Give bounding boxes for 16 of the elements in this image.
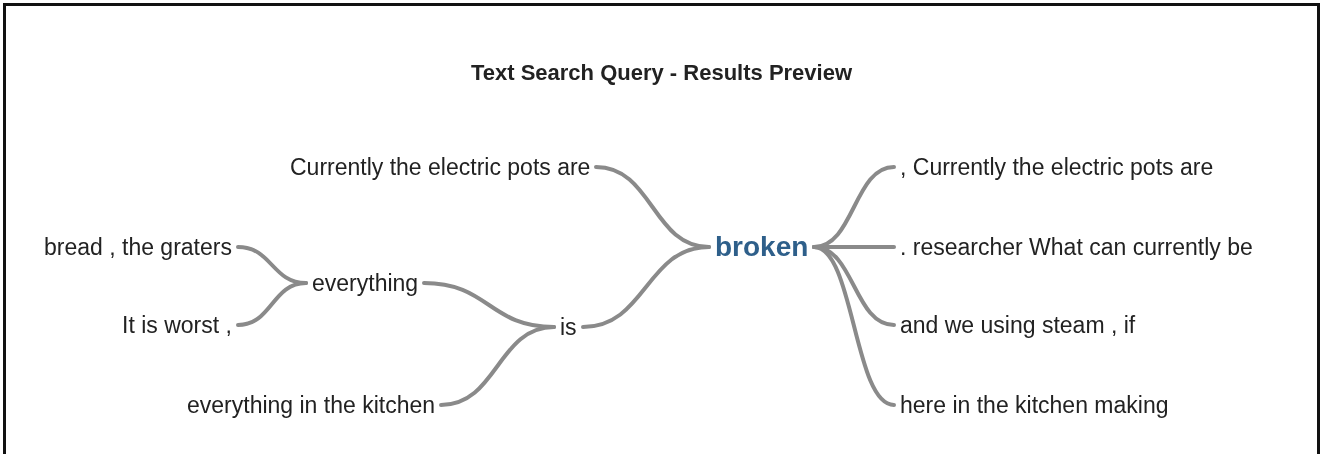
phrase-text: Currently the electric pots are bbox=[290, 152, 591, 182]
phrase-text: is bbox=[560, 312, 577, 342]
branch-connector bbox=[439, 325, 556, 407]
branch-connector bbox=[236, 281, 308, 327]
branch-connector bbox=[581, 245, 711, 329]
search-term: broken bbox=[715, 232, 809, 262]
branch-connector bbox=[812, 245, 896, 407]
phrase-text: , Currently the electric pots are bbox=[900, 152, 1214, 182]
phrase-text: bread , the graters bbox=[44, 232, 232, 262]
phrase-text: everything bbox=[312, 268, 419, 298]
phrase-text: . researcher What can currently be bbox=[900, 232, 1253, 262]
phrase-text: It is worst , bbox=[122, 310, 232, 340]
phrase-text: here in the kitchen making bbox=[900, 390, 1169, 420]
diagram-title: Text Search Query - Results Preview bbox=[469, 60, 854, 86]
phrase-text: and we using steam , if bbox=[900, 310, 1136, 340]
phrase-text: everything in the kitchen bbox=[187, 390, 436, 420]
